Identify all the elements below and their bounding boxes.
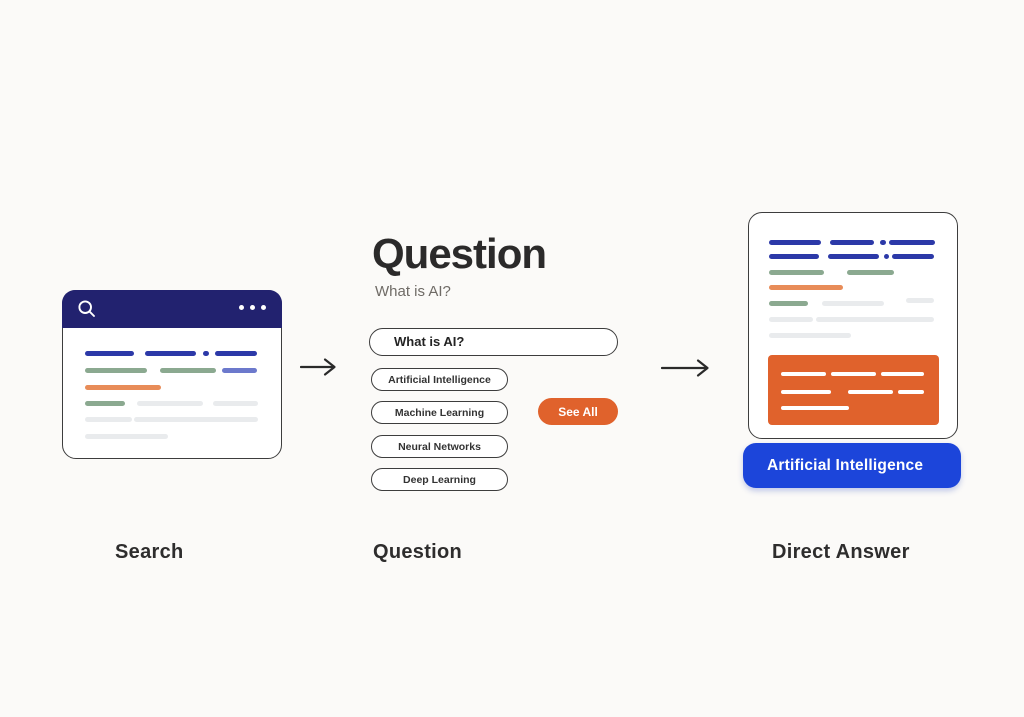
answer-label-button[interactable]: Artificial Intelligence — [743, 443, 961, 488]
suggestion-pill-machine-learning[interactable]: Machine Learning — [371, 401, 508, 424]
browser-header-bar — [62, 290, 282, 328]
suggestion-pill-neural-networks[interactable]: Neural Networks — [371, 435, 508, 458]
caption-direct-answer: Direct Answer — [772, 541, 910, 563]
search-window-graphic — [62, 290, 282, 459]
menu-dots-icon — [239, 305, 266, 310]
suggestion-pill-deep-learning[interactable]: Deep Learning — [371, 468, 508, 491]
see-all-button[interactable]: See All — [538, 398, 618, 425]
question-subtitle: What is AI? — [375, 283, 451, 300]
question-input[interactable]: What is AI? — [369, 328, 618, 356]
search-results-skeleton — [63, 291, 281, 458]
search-icon — [78, 300, 95, 317]
caption-question: Question — [373, 541, 463, 563]
answer-card-graphic — [748, 212, 958, 439]
answer-text-skeleton — [749, 213, 957, 438]
suggestion-pill-artificial-intelligence[interactable]: Artificial Intelligence — [371, 368, 508, 391]
arrow-right-icon — [661, 359, 709, 377]
arrow-right-icon — [300, 358, 336, 376]
answer-highlight-block — [768, 355, 939, 425]
caption-search: Search — [115, 541, 184, 563]
question-heading: Question — [372, 230, 547, 277]
